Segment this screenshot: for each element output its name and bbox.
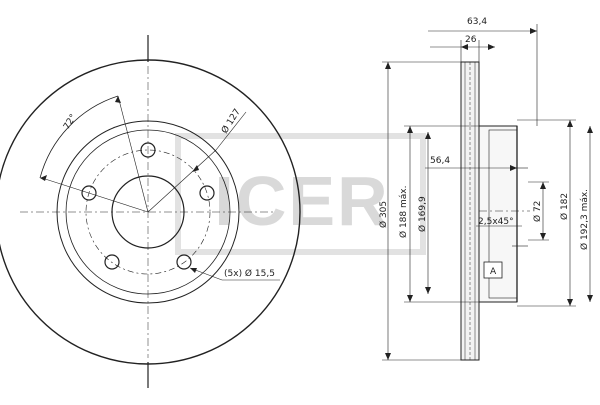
angle-label: 72° — [62, 113, 79, 132]
dim-dia-192: Ø 192,3 máx. — [579, 189, 590, 250]
dim-outer-dia: Ø 305 — [378, 201, 389, 228]
bolt-hole-5 — [81, 185, 97, 201]
dim-hat-depth: 56,4 — [430, 156, 450, 166]
dim-dia-188: Ø 188 máx. — [398, 186, 409, 238]
pcd-label: Ø 127 — [219, 107, 243, 136]
watermark-text: ICER — [214, 162, 389, 240]
bolt-hole-2 — [199, 185, 215, 201]
dim-width-total: 63,4 — [467, 17, 487, 27]
holes-label: (5x) Ø 15,5 — [224, 268, 275, 279]
dim-width-disc: 26 — [465, 35, 477, 45]
dim-chamfer: 2,5x45° — [478, 217, 514, 227]
bolt-hole-4 — [104, 254, 120, 270]
watermark-logo: ICER — [175, 133, 426, 255]
dim-dia-182: Ø 182 — [559, 193, 570, 220]
dim-dia-72: Ø 72 — [532, 201, 543, 222]
dim-dia-169: Ø 169,9 — [417, 196, 428, 232]
section-view — [382, 24, 593, 361]
reference-letter: A — [490, 267, 497, 277]
bolt-hole-3 — [176, 254, 192, 270]
bolt-circle — [85, 149, 211, 275]
front-view — [0, 35, 301, 388]
